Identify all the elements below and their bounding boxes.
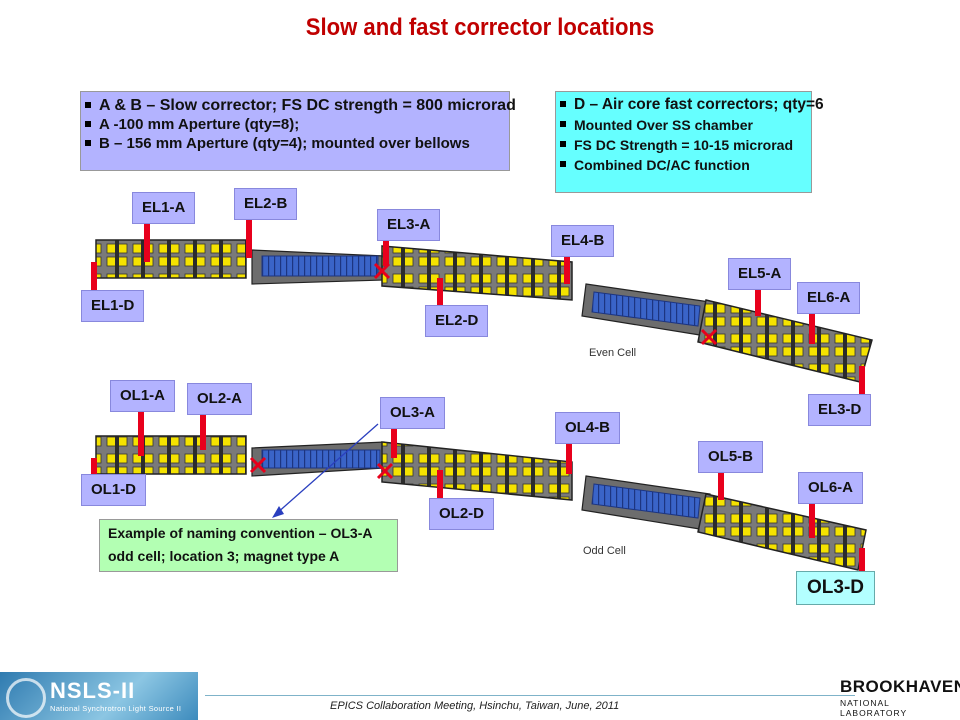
even-cell-girders	[95, 239, 873, 383]
nsls-ring-icon	[6, 678, 46, 718]
slow-item-3: B – 156 mm Aperture (qty=4); mounted ove…	[81, 134, 509, 153]
example-line-2: odd cell; location 3; magnet type A	[108, 548, 340, 564]
nsls-logo-subtitle: National Synchrotron Light Source II	[50, 704, 182, 713]
slow-item-1: A & B – Slow corrector; FS DC strength =…	[81, 96, 516, 115]
even-chamber-1	[261, 255, 379, 277]
fast-item-4: Combined DC/AC function	[556, 155, 811, 175]
nsls-logo-name: NSLS-II	[50, 678, 136, 703]
label-ol4-b: OL4-B	[555, 412, 620, 444]
label-el2-d: EL2-D	[425, 305, 489, 337]
fast-item-2: Mounted Over SS chamber	[556, 115, 811, 135]
label-ol2-d: OL2-D	[429, 498, 494, 530]
label-ol3-d: OL3-D	[796, 571, 875, 605]
arrow-head-icon	[272, 506, 284, 518]
footer-text: EPICS Collaboration Meeting, Hsinchu, Ta…	[330, 700, 620, 712]
footer-divider	[205, 695, 855, 696]
label-el1-a: EL1-A	[132, 192, 196, 224]
label-ol1-d: OL1-D	[81, 474, 146, 506]
odd-girder-3	[697, 493, 867, 571]
label-ol1-a: OL1-A	[110, 380, 175, 412]
slow-corrector-box: A & B – Slow corrector; FS DC strength =…	[80, 91, 516, 171]
even-girder-2	[381, 245, 573, 301]
label-el1-d: EL1-D	[81, 290, 145, 322]
label-ol6-a: OL6-A	[798, 472, 863, 504]
nsls-logo: NSLS-II National Synchrotron Light Sourc…	[0, 672, 198, 720]
label-ol2-a: OL2-A	[187, 383, 252, 415]
label-el3-a: EL3-A	[377, 209, 441, 241]
fast-corrector-box: D – Air core fast correctors; qty=6 Moun…	[555, 91, 824, 193]
naming-example-box: Example of naming convention – OL3-A odd…	[99, 519, 398, 572]
odd-girder-2	[381, 441, 573, 501]
label-el3-d: EL3-D	[808, 394, 872, 426]
label-el5-a: EL5-A	[728, 258, 792, 290]
label-el4-b: EL4-B	[551, 225, 615, 257]
example-line-1: Example of naming convention – OL3-A	[108, 525, 373, 541]
odd-cell-girders	[95, 435, 867, 571]
even-chamber-2	[591, 291, 701, 327]
example-arrow	[275, 423, 379, 515]
label-el6-a: EL6-A	[797, 282, 861, 314]
fast-item-1: D – Air core fast correctors; qty=6	[556, 95, 824, 115]
slow-item-2: A -100 mm Aperture (qty=8);	[81, 115, 509, 134]
bnl-logo-subtitle: NATIONAL LABORATORY	[840, 698, 908, 718]
label-ol3-a: OL3-A	[380, 397, 445, 429]
label-el2-b: EL2-B	[234, 188, 298, 220]
bnl-logo-name: BROOKHAVEN	[840, 677, 960, 696]
bellows-x-marks	[249, 262, 718, 480]
odd-chamber-2	[591, 483, 701, 519]
even-corrector-markers	[91, 213, 865, 396]
even-girder-1	[95, 239, 247, 279]
odd-girder-1	[95, 435, 247, 475]
odd-chamber-1	[261, 449, 381, 469]
odd-cell-caption: Odd Cell	[583, 545, 626, 557]
label-ol5-b: OL5-B	[698, 441, 763, 473]
even-cell-caption: Even Cell	[589, 347, 637, 359]
bnl-logo: BROOKHAVEN NATIONAL LABORATORY	[840, 677, 960, 718]
fast-item-3: FS DC Strength = 10-15 microrad	[556, 135, 811, 155]
page-title: Slow and fast corrector locations	[305, 14, 655, 41]
